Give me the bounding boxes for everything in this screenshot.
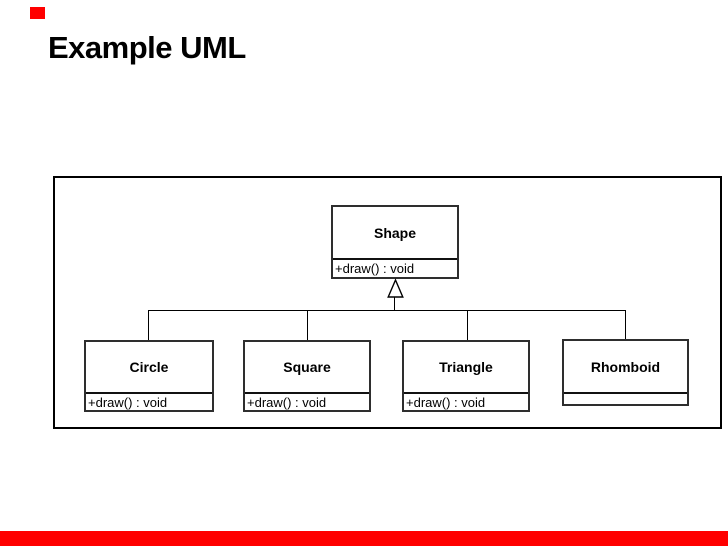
connector-horizontal-rail: [148, 310, 626, 311]
slide-title: Example UML: [48, 30, 246, 65]
connector-drop-rhomboid: [625, 310, 626, 339]
connector-stem-shape: [394, 297, 395, 311]
class-box-square: Square +draw() : void: [243, 340, 371, 412]
class-method-square: +draw() : void: [247, 394, 327, 410]
class-name-triangle: Triangle: [404, 342, 528, 394]
class-method-rhomboid: [564, 394, 687, 404]
class-name-circle: Circle: [86, 342, 212, 394]
connector-drop-circle: [148, 310, 149, 340]
connector-drop-square: [307, 310, 308, 341]
connector-drop-triangle: [467, 310, 468, 340]
class-name-square: Square: [245, 342, 369, 394]
class-method-triangle: +draw() : void: [406, 394, 486, 410]
class-method-shape: +draw() : void: [335, 261, 415, 276]
class-box-shape: Shape +draw() : void: [331, 205, 459, 279]
class-name-shape: Shape: [333, 207, 457, 260]
class-box-circle: Circle +draw() : void: [84, 340, 214, 412]
red-accent-bottom-bar: [0, 531, 728, 546]
inheritance-triangle-icon: [387, 278, 404, 298]
red-accent-top-left: [30, 7, 45, 19]
class-method-circle: +draw() : void: [88, 394, 168, 410]
class-name-rhomboid: Rhomboid: [564, 341, 687, 394]
class-box-triangle: Triangle +draw() : void: [402, 340, 530, 412]
class-box-rhomboid: Rhomboid: [562, 339, 689, 406]
